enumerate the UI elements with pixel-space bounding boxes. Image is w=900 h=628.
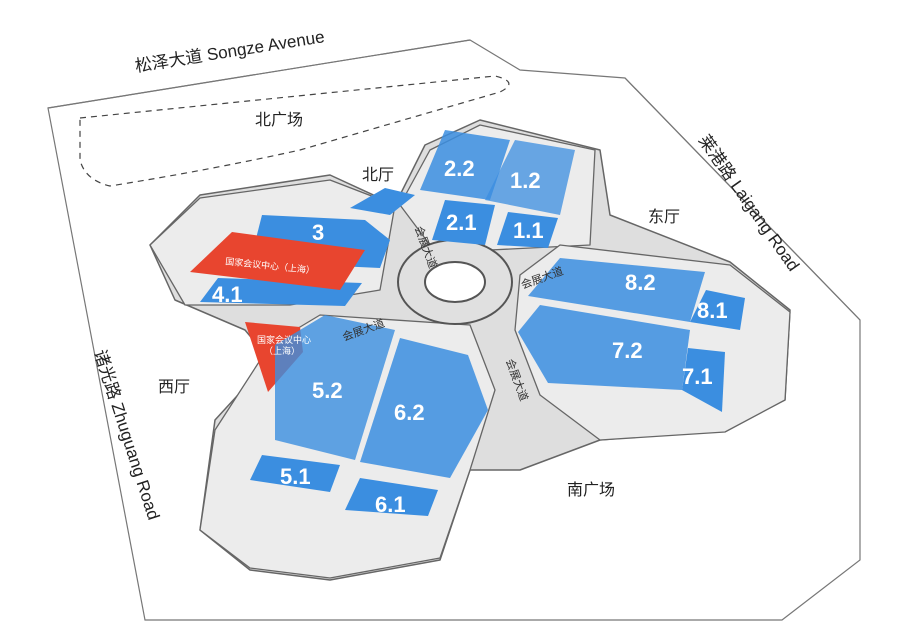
convention-center-red-main (190, 232, 365, 290)
hall-2-1-block (432, 200, 495, 245)
hall-5-2-label: 5.2 (312, 378, 343, 403)
hall-7-2-block (518, 305, 690, 390)
north-lobby-block (350, 188, 415, 215)
hall-5-1-label: 5.1 (280, 464, 311, 489)
north-plaza-label: 北广场 (255, 111, 303, 129)
north-lobby-label: 北厅 (362, 166, 394, 184)
hall-7-1-block (682, 348, 725, 412)
hall-1-2-block (485, 140, 575, 215)
hall-3-label: 3 (312, 220, 324, 245)
hall-4-1-label: 4.1 (212, 282, 243, 307)
hall-6-2-label: 6.2 (394, 400, 425, 425)
hall-6-2-block (360, 338, 488, 478)
hall-7-2-label: 7.2 (612, 338, 643, 363)
hall-8-1-block (690, 290, 745, 330)
hall-1-1-label: 1.1 (513, 218, 544, 243)
hall-8-2-block (528, 258, 705, 322)
east-road-line (624, 77, 861, 321)
hall-6-1-block (345, 478, 438, 516)
hall-8-2-label: 8.2 (625, 270, 656, 295)
hall-1-1-block (497, 212, 558, 248)
east-lobby-label: 东厅 (648, 208, 680, 226)
west-lobby-label: 西厅 (158, 379, 190, 396)
hall-7-1-label: 7.1 (682, 364, 713, 389)
hall-2-2-block (420, 130, 510, 200)
hall-2-1-label: 2.1 (446, 210, 477, 235)
hall-8-1-label: 8.1 (697, 298, 728, 323)
hall-2-2-label: 2.2 (444, 156, 475, 181)
central-ring-inner (424, 261, 486, 303)
hall-5-1-block (250, 455, 340, 492)
south-plaza-label: 南广场 (567, 481, 615, 499)
convention-center-small-label-1: 国家会议中心 (257, 334, 311, 345)
hall-6-1-label: 6.1 (375, 492, 406, 517)
hall-5-2-block (275, 315, 395, 460)
hall-1-2-label: 1.2 (510, 168, 541, 193)
convention-center-small-label-2: （上海） (264, 345, 300, 356)
north-road-line (47, 39, 471, 109)
north-plaza-area (79, 75, 510, 187)
